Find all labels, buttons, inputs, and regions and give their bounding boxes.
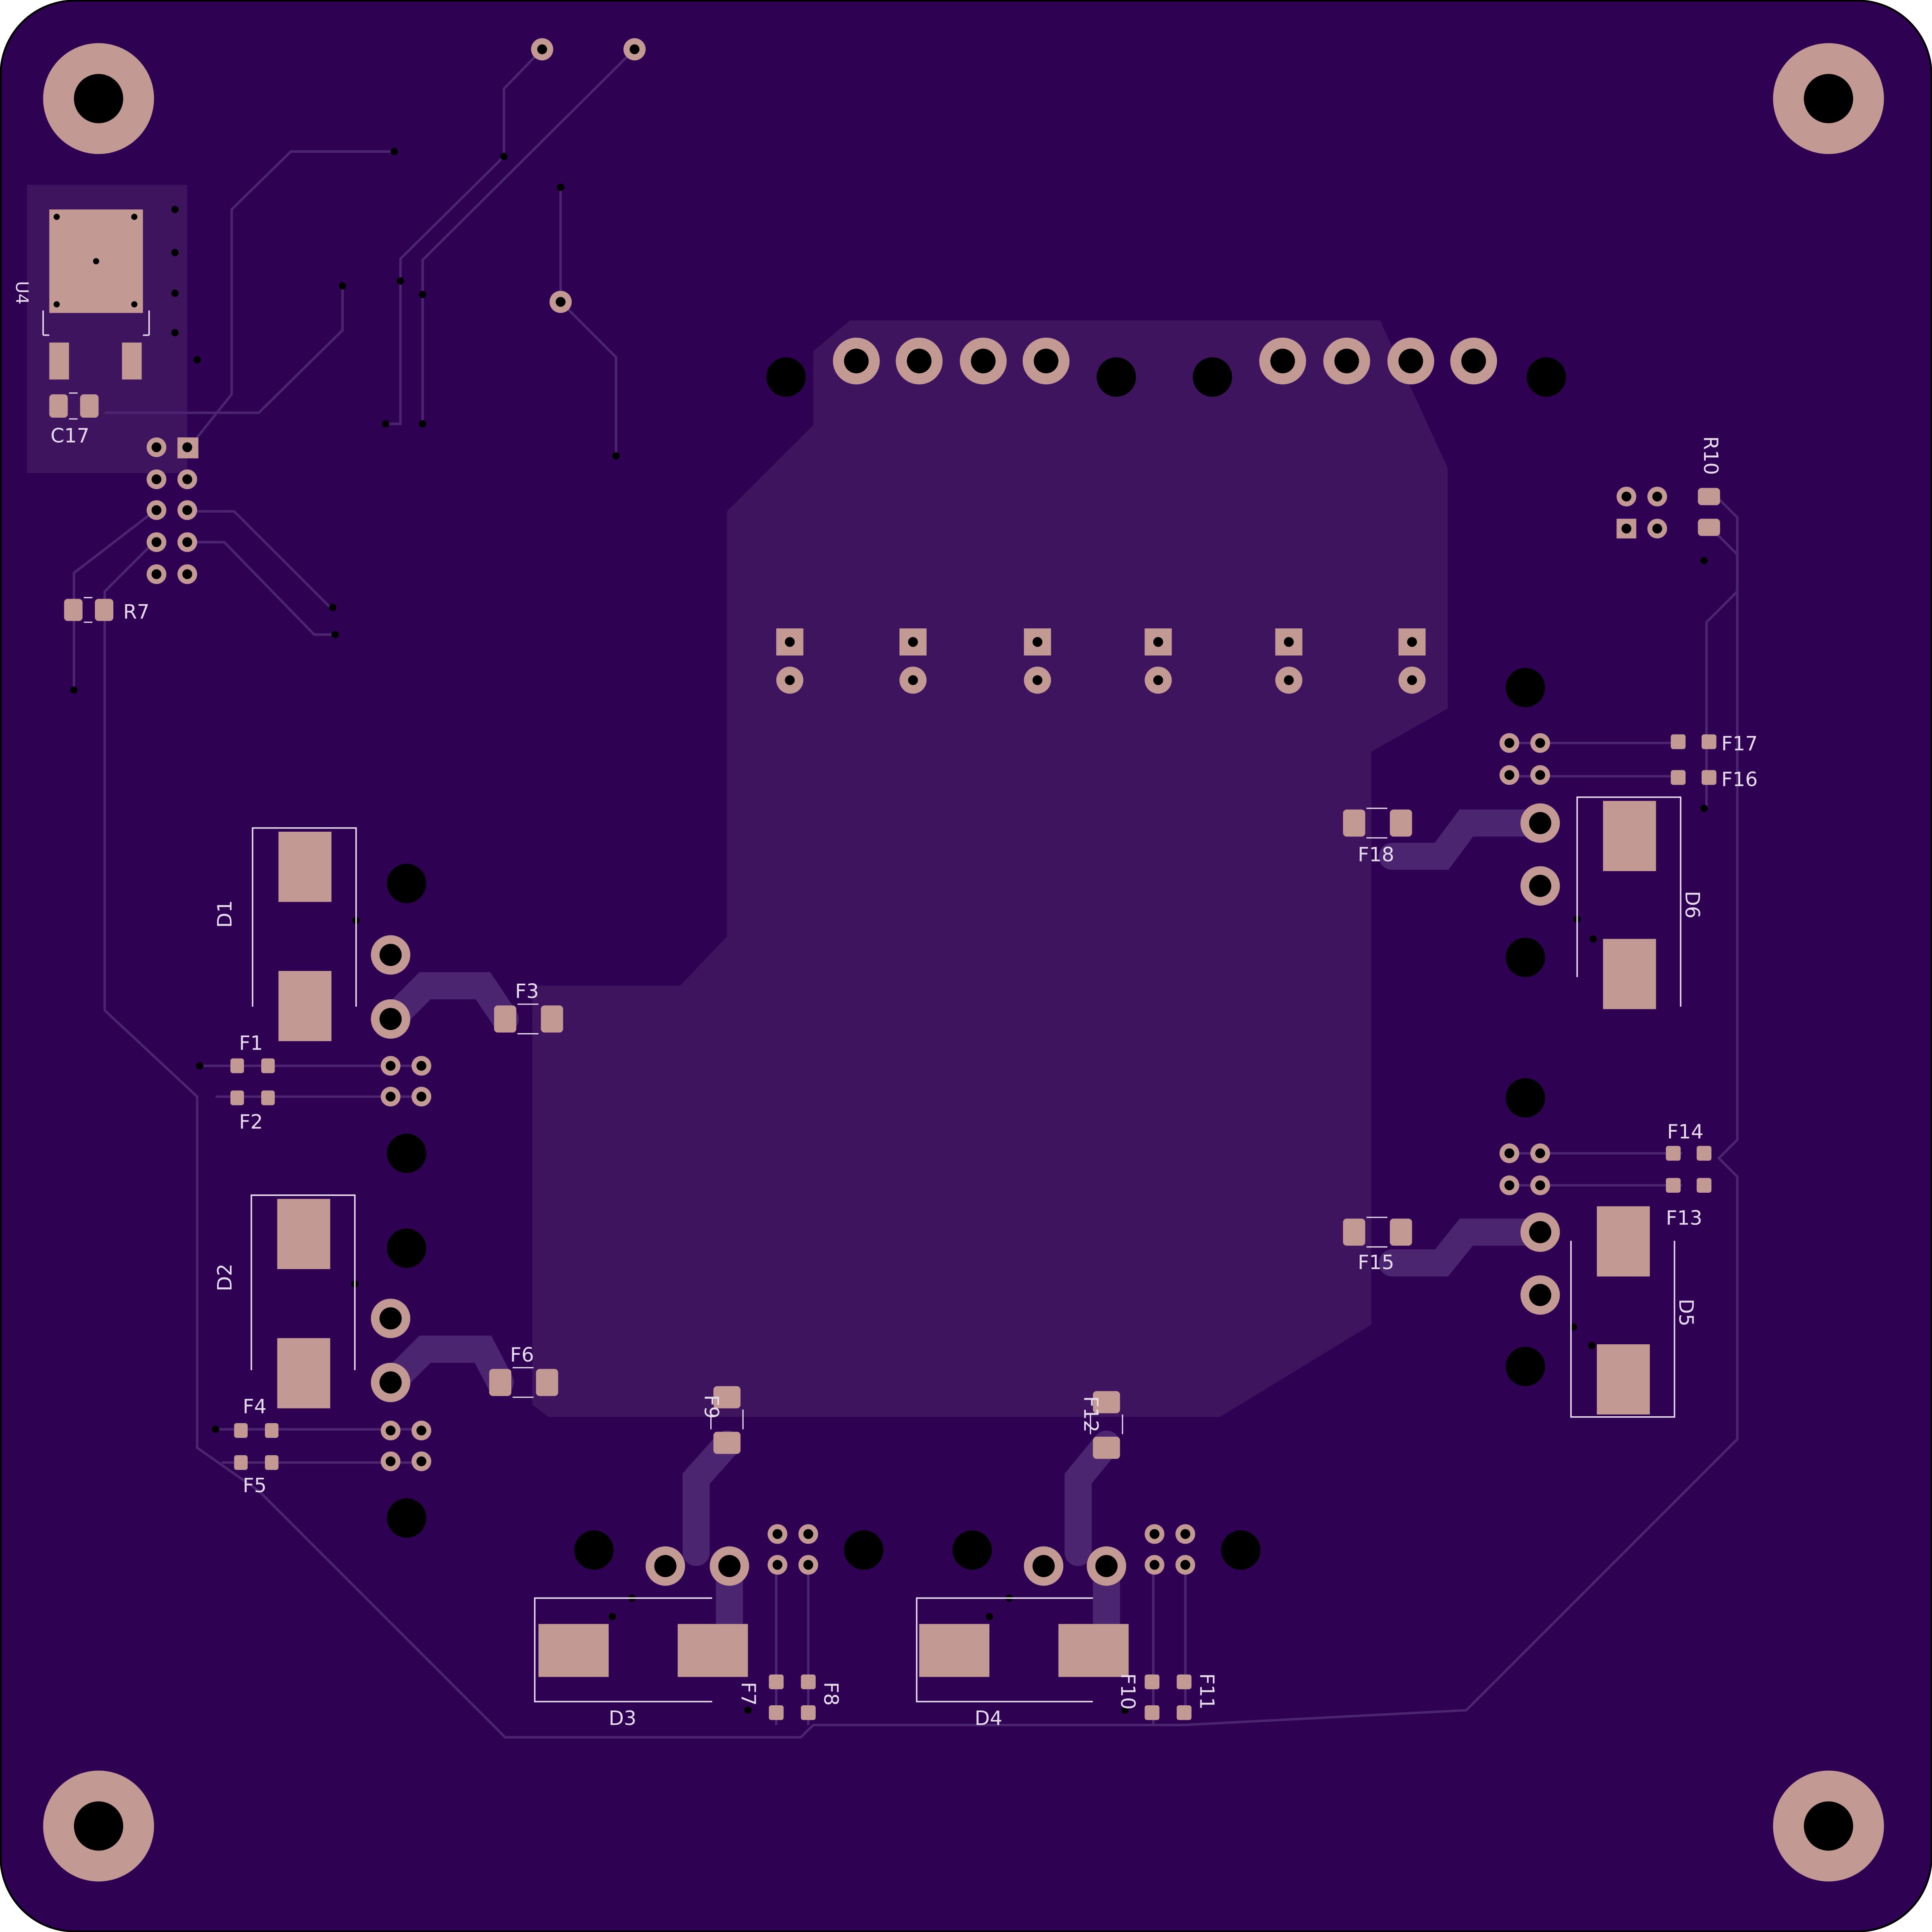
fuse-silk — [69, 392, 1388, 1434]
fuse-pads-small — [230, 734, 1717, 1720]
diode-outlines — [250, 796, 1682, 1702]
label-r7: R7 — [123, 600, 150, 623]
copper-pour-central — [532, 320, 1448, 1417]
silkscreen-text: U4 C17 R7 R10 D1 D2 D3 D4 D5 D6 F1 F2 F3… — [12, 281, 1758, 1730]
label-f15: F15 — [1358, 1251, 1395, 1274]
u4-module — [42, 209, 150, 380]
fuse-pads-large — [489, 809, 1412, 1459]
label-f11: F11 — [1195, 1673, 1218, 1710]
mounting-holes — [43, 43, 1884, 1882]
label-d1: D1 — [213, 900, 236, 928]
label-r10: R10 — [1699, 436, 1723, 475]
label-c17: C17 — [51, 424, 90, 447]
label-f1: F1 — [239, 1031, 263, 1054]
channel-signal-pads — [381, 733, 1550, 1575]
label-f6: F6 — [510, 1343, 534, 1366]
label-f12: F12 — [1079, 1396, 1103, 1433]
label-f16: F16 — [1721, 768, 1758, 791]
label-f17: F17 — [1721, 732, 1758, 755]
label-u4: U4 — [12, 281, 32, 305]
label-f18: F18 — [1358, 843, 1395, 866]
small-smd-parts — [49, 394, 1720, 621]
label-f14: F14 — [1667, 1120, 1704, 1143]
pin-header-2x5 — [146, 437, 199, 584]
label-f7: F7 — [737, 1682, 760, 1706]
label-f10: F10 — [1116, 1673, 1140, 1710]
small-through-hole-pads — [531, 38, 646, 313]
label-d2: D2 — [213, 1263, 236, 1291]
label-f8: F8 — [820, 1682, 843, 1706]
label-f13: F13 — [1666, 1206, 1702, 1230]
label-f3: F3 — [515, 980, 539, 1003]
diode-pads — [277, 801, 1656, 1677]
power-pads — [371, 803, 1560, 1586]
label-f4: F4 — [243, 1395, 267, 1418]
label-d6: D6 — [1681, 891, 1704, 919]
label-d4: D4 — [974, 1706, 1002, 1730]
label-d5: D5 — [1675, 1299, 1698, 1327]
label-f5: F5 — [243, 1474, 267, 1497]
npth-holes — [387, 357, 1566, 1570]
middle-connector-pads — [776, 628, 1426, 694]
pin-header-2x2-r10 — [1616, 486, 1667, 539]
label-f2: F2 — [239, 1110, 263, 1134]
label-d3: D3 — [609, 1706, 636, 1730]
top-header-pads — [833, 337, 1497, 385]
label-f9: F9 — [700, 1395, 723, 1419]
